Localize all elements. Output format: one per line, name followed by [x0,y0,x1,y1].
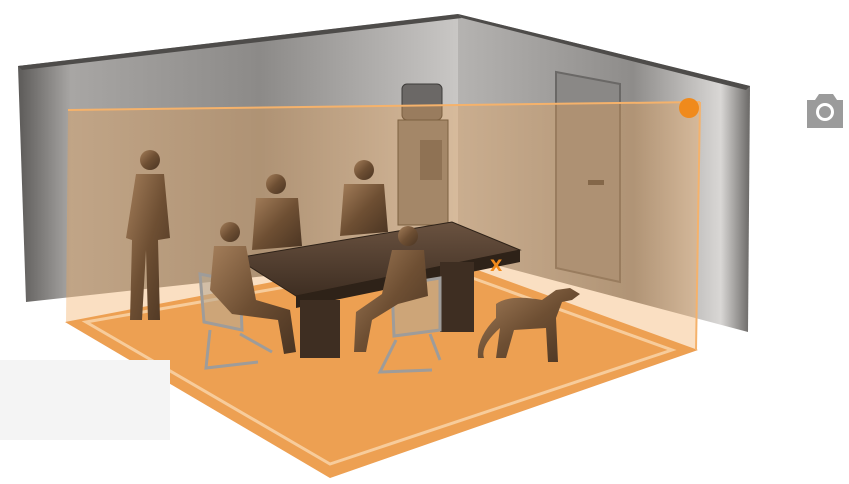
position-x-marker: X [490,258,502,274]
camera-icon[interactable] [803,88,845,134]
background-smudge [0,360,170,440]
sensor-dot-icon [679,98,699,118]
